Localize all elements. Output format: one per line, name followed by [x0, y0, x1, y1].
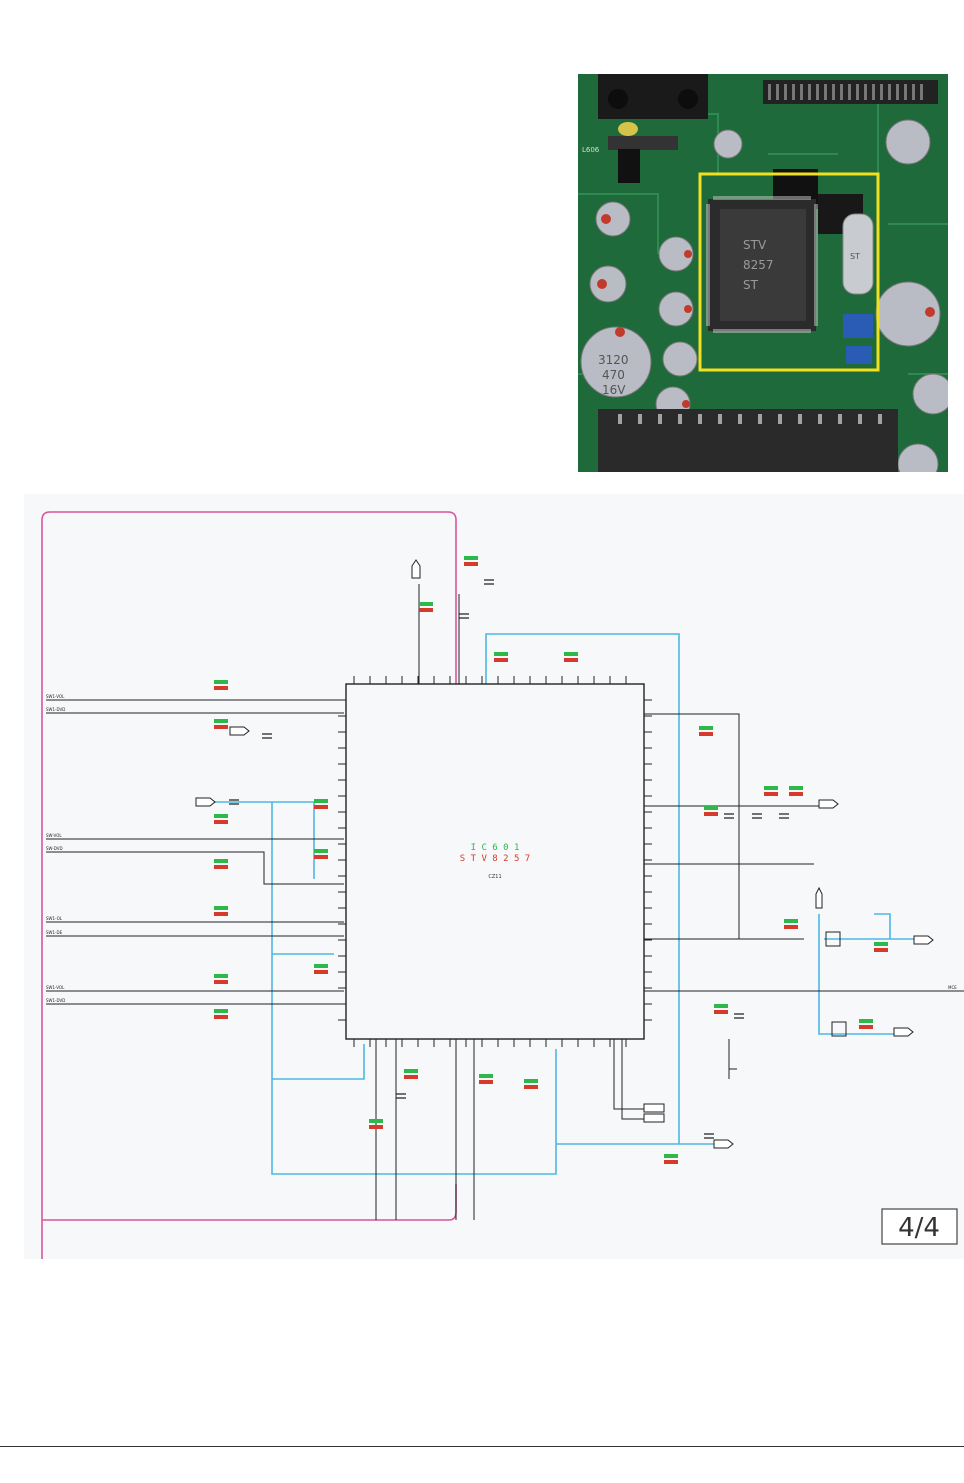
net-label: SW1-DVD — [46, 998, 65, 1003]
input-wires — [46, 584, 964, 1220]
net-label: SW-DVD — [46, 846, 63, 851]
ic-subtitle: CZ11 — [488, 874, 501, 880]
pcb-photo: L606 3120 470 16V — [578, 74, 948, 472]
ic-pins — [338, 676, 652, 1047]
ic-ref-line2: S T V 8 2 5 7 — [460, 854, 530, 864]
net-label: SW1-DE — [46, 930, 63, 935]
right-net-label: MCE — [948, 985, 957, 990]
left-net-labels: SW1-VOL SW1-DVD SW-VOL SW-DVD SW1-OL SW1… — [46, 694, 65, 1003]
page-label: 4/4 — [898, 1213, 940, 1243]
connector-tags — [195, 559, 934, 1149]
pcb-photo-drawing: L606 3120 470 16V — [578, 74, 948, 472]
board-marking: L606 — [582, 146, 600, 154]
cap-label-2: 470 — [602, 368, 625, 382]
transistor-symbols — [728, 931, 847, 1079]
highlight-box — [698, 172, 880, 372]
page-label-box — [881, 1208, 958, 1245]
power-wire-frame — [41, 511, 457, 1259]
cap-label-1: 3120 — [598, 353, 629, 367]
net-label: SW1-VOL — [46, 985, 65, 990]
net-label: SW1-DVD — [46, 707, 65, 712]
chip-text-2: 8257 — [743, 258, 774, 272]
chip-text-3: ST — [743, 278, 759, 292]
footer-rule — [0, 1446, 964, 1447]
component-tags — [214, 556, 888, 1164]
net-label: SW1-OL — [46, 916, 63, 921]
net-label: SW-VOL — [46, 833, 62, 838]
ic-body — [345, 683, 645, 1040]
schematic-drawing: I C 6 0 1 S T V 8 2 5 7 CZ11 SW1-VOL SW1… — [41, 511, 964, 1259]
chip-text-1: STV — [743, 238, 767, 252]
ic-ref-line1: I C 6 0 1 — [471, 843, 520, 853]
schematic-diagram: I C 6 0 1 S T V 8 2 5 7 CZ11 SW1-VOL SW1… — [24, 494, 964, 1259]
crystal-label: ST — [850, 252, 860, 261]
net-label: SW1-VOL — [46, 694, 65, 699]
capacitor-symbols — [229, 579, 789, 1139]
cap-label-3: 16V — [602, 383, 626, 397]
